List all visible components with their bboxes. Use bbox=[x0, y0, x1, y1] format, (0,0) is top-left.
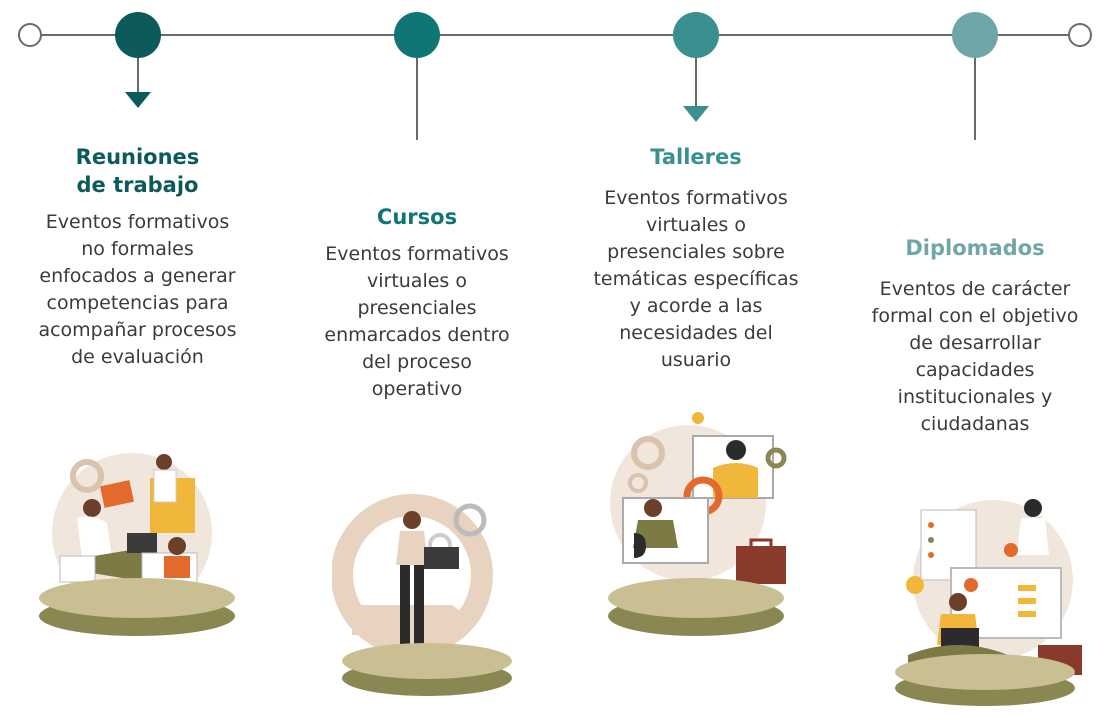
stage-title: Diplomados bbox=[905, 236, 1045, 260]
diploma-dashboard-icon bbox=[895, 499, 1082, 706]
stage-reuniones: Reuniones de trabajo Eventos formativos … bbox=[15, 143, 260, 371]
timeline-node-2 bbox=[394, 12, 440, 58]
timeline bbox=[18, 12, 1092, 140]
stage-description: Eventos formativos virtuales o presencia… bbox=[593, 187, 799, 371]
stage-description: Eventos formativos virtuales o presencia… bbox=[324, 243, 510, 400]
meeting-people-icon bbox=[39, 453, 235, 636]
timeline-node-3 bbox=[673, 12, 719, 58]
stage-description: Eventos formativos no formales enfocados… bbox=[38, 211, 237, 368]
timeline-node-4 bbox=[952, 12, 998, 58]
timeline-start-node bbox=[18, 23, 42, 47]
workshop-video-call-icon bbox=[608, 412, 787, 636]
stage-diplomados: Diplomados Eventos de carácter formal co… bbox=[845, 234, 1105, 438]
person-laptop-gears-icon bbox=[332, 494, 512, 696]
stage-title: Talleres bbox=[650, 145, 742, 169]
stage-cursos: Cursos Eventos formativos virtuales o pr… bbox=[292, 203, 542, 403]
arrow-down-icon bbox=[683, 106, 709, 122]
timeline-node-1 bbox=[115, 12, 161, 58]
stage-description: Eventos de carácter formal con el objeti… bbox=[871, 278, 1079, 435]
stage-title: Cursos bbox=[376, 205, 458, 229]
stage-talleres: Talleres Eventos formativos virtuales o … bbox=[562, 143, 830, 374]
stage-title: Reuniones de trabajo bbox=[75, 145, 200, 197]
arrow-down-icon bbox=[125, 92, 151, 108]
timeline-end-node bbox=[1068, 23, 1092, 47]
